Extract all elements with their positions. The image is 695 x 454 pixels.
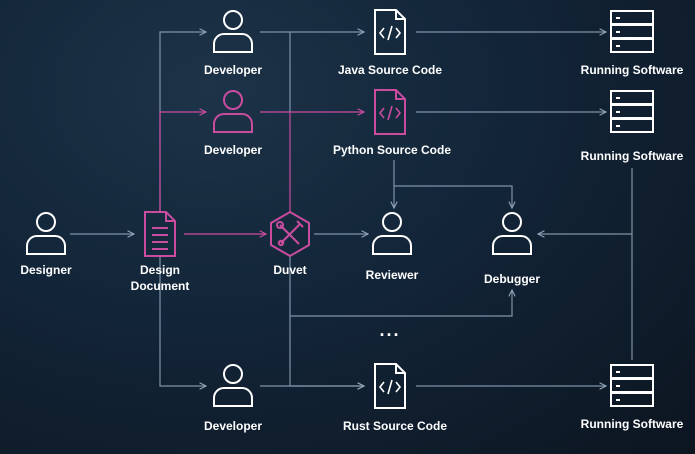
more-languages-ellipsis: ... <box>379 320 401 340</box>
rust-source-label: Rust Source Code <box>342 419 448 433</box>
gray-connectors <box>70 32 633 386</box>
developer-python-person-icon <box>213 90 253 133</box>
running-java-server-icon <box>610 10 654 53</box>
python-source-label: Python Source Code <box>332 143 452 157</box>
developer-rust-person-icon <box>213 364 253 407</box>
reviewer-label: Reviewer <box>365 268 419 282</box>
rust-code-file-icon <box>374 363 406 409</box>
running-java-label: Running Software <box>580 63 684 77</box>
design-document-icon <box>144 211 176 257</box>
developer-python-label: Developer <box>203 143 263 157</box>
design-document-label-line2: Document <box>130 279 190 293</box>
java-source-label: Java Source Code <box>337 63 443 77</box>
python-code-file-icon <box>374 89 406 135</box>
duvet-label: Duvet <box>273 263 307 277</box>
connector-duvet-to-debugger <box>290 290 512 317</box>
reviewer-person-icon <box>372 212 412 255</box>
debugger-person-icon <box>492 212 532 255</box>
running-rust-label: Running Software <box>580 417 684 431</box>
running-python-server-icon <box>610 90 654 133</box>
developer-java-person-icon <box>213 10 253 53</box>
running-python-label: Running Software <box>580 149 684 163</box>
duvet-tools-hexagon-icon <box>270 210 310 258</box>
highlight-connectors <box>159 112 364 234</box>
connector-duvet-down <box>289 256 364 386</box>
designer-person-icon <box>26 212 66 255</box>
designer-label: Designer <box>20 263 72 277</box>
connector-document-to-developer-rust <box>159 256 206 386</box>
debugger-label: Debugger <box>483 272 541 286</box>
connector-document-to-developer-python <box>159 112 206 212</box>
connector-python-source-to-debugger <box>394 185 512 208</box>
design-document-label: Design Document <box>131 262 190 294</box>
design-document-label-line1: Design <box>139 263 181 277</box>
developer-rust-label: Developer <box>203 419 263 433</box>
developer-java-label: Developer <box>203 63 263 77</box>
java-code-file-icon <box>374 9 406 55</box>
running-rust-server-icon <box>610 364 654 407</box>
connector-document-to-developer-java <box>159 32 206 212</box>
